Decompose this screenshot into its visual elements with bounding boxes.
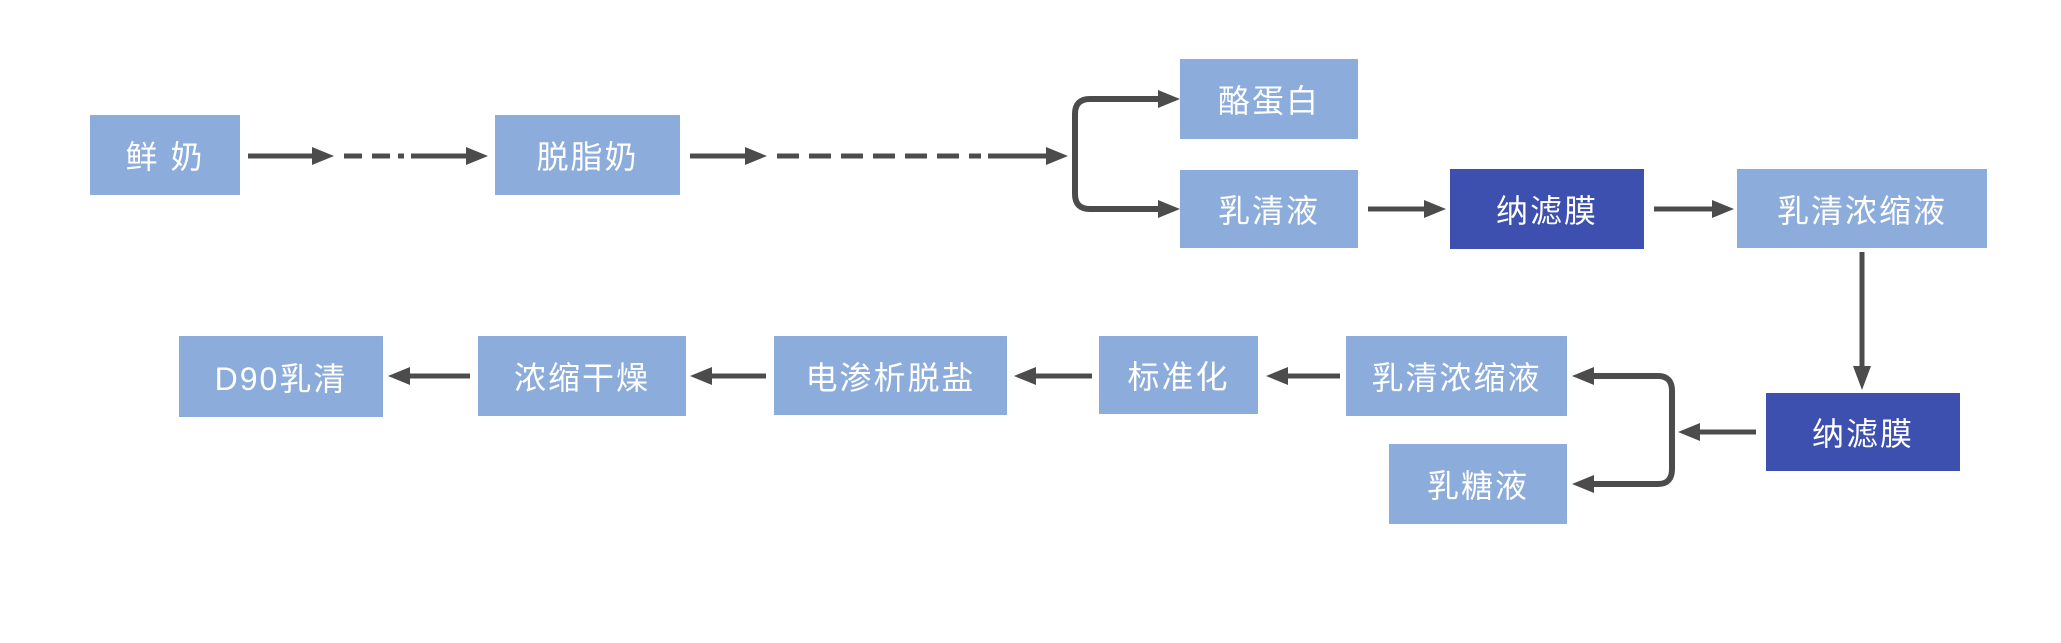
node-whey-liquid: 乳清液 [1180,170,1358,248]
edge-nanofiltration-2-to-branch [1678,423,1756,441]
node-nanofiltration-membrane-1: 纳滤膜 [1450,169,1644,249]
edge-whey-liquid-to-nanofiltration-1 [1368,200,1446,218]
node-concentration-drying: 浓缩干燥 [478,336,686,416]
node-whey-concentrate-2: 乳清浓缩液 [1346,336,1567,416]
node-lactose-liquid: 乳糖液 [1389,444,1567,524]
node-fresh-milk: 鲜 奶 [90,115,240,195]
branch-to-whey-concentrate-2-and-lactose [1572,367,1675,493]
node-d90-whey: D90乳清 [179,336,383,417]
node-nanofiltration-membrane-2: 纳滤膜 [1766,393,1960,471]
edge-concentration-drying-to-d90-whey [388,367,470,385]
edge-standardization-to-electrodialysis [1014,367,1092,385]
edge-skim-milk-to-branch [690,147,1068,165]
node-electrodialysis-desalting: 电渗析脱盐 [774,336,1007,415]
edge-nanofiltration-1-to-whey-concentrate-1 [1654,200,1734,218]
node-skim-milk: 脱脂奶 [495,115,680,195]
edge-whey-concentrate-1-to-nanofiltration-2 [1853,252,1871,390]
edge-electrodialysis-to-concentration-drying [690,367,766,385]
node-whey-concentrate-1: 乳清浓缩液 [1737,169,1987,248]
edge-fresh-milk-to-skim-milk [248,147,488,165]
branch-to-casein-and-whey-liquid [1072,90,1180,218]
node-standardization: 标准化 [1099,336,1258,414]
node-casein: 酪蛋白 [1180,59,1358,139]
edge-whey-concentrate-2-to-standardization [1266,367,1340,385]
